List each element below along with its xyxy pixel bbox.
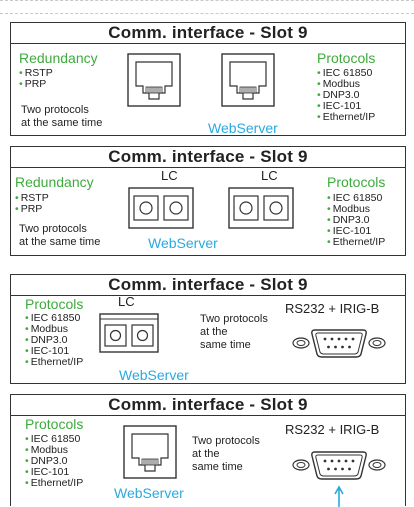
rs232-irigb-label: RS232 + IRIG-B [285, 422, 380, 437]
list-item: RSTP [19, 68, 53, 79]
list-item: Modbus [317, 79, 375, 90]
list-item: IEC-101 [25, 346, 83, 357]
note-line-3: same time [192, 461, 243, 473]
panel-title: Comm. interface - Slot 9 [11, 147, 405, 168]
note-line-1: Two protocols [192, 435, 260, 447]
list-item: IEC 61850 [25, 434, 83, 445]
list-item: RSTP [15, 193, 49, 204]
note-line-1: Two protocols [200, 313, 268, 325]
list-item: Modbus [327, 204, 385, 215]
protocols-list: IEC 61850 Modbus DNP3.0 IEC-101 Ethernet… [327, 193, 386, 248]
list-item: Modbus [25, 445, 83, 456]
panel-title: Comm. interface - Slot 9 [11, 395, 405, 416]
comm-interface-panel-lc: Comm. interface - Slot 9 Redundancy RSTP… [10, 146, 406, 256]
note-line-2: at the same time [19, 236, 101, 248]
note-line-3: same time [200, 339, 251, 351]
protocols-title: Protocols [25, 296, 84, 312]
top-dashed-border [0, 0, 414, 14]
rs232-irigb-label: RS232 + IRIG-B [285, 301, 380, 316]
list-item: DNP3.0 [327, 215, 385, 226]
note-line-2: at the same time [21, 117, 103, 129]
lc-label: LC [261, 168, 278, 183]
lc-fiber-connector-icon [228, 187, 294, 229]
protocols-list: IEC 61850 Modbus DNP3.0 IEC-101 Ethernet… [25, 434, 84, 489]
redundancy-list: RSTP PRP [15, 193, 49, 215]
list-item: IEC-101 [25, 467, 83, 478]
protocols-list: IEC 61850 Modbus DNP3.0 IEC-101 Ethernet… [25, 313, 84, 368]
lc-label: LC [118, 294, 135, 309]
note-line-1: Two protocols [21, 104, 89, 116]
list-item: Ethernet/IP [25, 357, 84, 368]
panel-title: Comm. interface - Slot 9 [11, 275, 405, 296]
arrow-up-icon [334, 485, 344, 507]
redundancy-title: Redundancy [15, 174, 94, 190]
rj45-port-icon [127, 53, 181, 107]
list-item: IEC-101 [327, 226, 385, 237]
list-item: DNP3.0 [25, 335, 83, 346]
panel-title: Comm. interface - Slot 9 [11, 23, 405, 44]
list-item: Ethernet/IP [25, 478, 84, 489]
comm-interface-panel-rj45: Comm. interface - Slot 9 Redundancy RSTP… [10, 22, 406, 136]
redundancy-title: Redundancy [19, 50, 98, 66]
webserver-label: WebServer [114, 485, 184, 501]
list-item: IEC 61850 [317, 68, 375, 79]
list-item: DNP3.0 [317, 90, 375, 101]
protocols-title: Protocols [25, 416, 84, 432]
lc-fiber-connector-icon [99, 313, 159, 353]
list-item: Ethernet/IP [327, 237, 386, 248]
list-item: DNP3.0 [25, 456, 83, 467]
comm-interface-panel-lc-serial: Comm. interface - Slot 9 Protocols IEC 6… [10, 274, 406, 384]
webserver-label: WebServer [148, 235, 218, 251]
protocols-title: Protocols [327, 174, 386, 190]
webserver-label: WebServer [119, 367, 189, 383]
webserver-label: WebServer [208, 120, 278, 136]
list-item: IEC-101 [317, 101, 375, 112]
list-item: IEC 61850 [327, 193, 385, 204]
list-item: IEC 61850 [25, 313, 83, 324]
db9-serial-connector-icon [292, 329, 386, 358]
redundancy-list: RSTP PRP [19, 68, 53, 90]
list-item: Ethernet/IP [317, 112, 376, 123]
note-line-1: Two protocols [19, 223, 87, 235]
lc-label: LC [161, 168, 178, 183]
note-line-2: at the [192, 448, 220, 460]
list-item: PRP [19, 79, 53, 90]
list-item: PRP [15, 204, 49, 215]
list-item: Modbus [25, 324, 83, 335]
rj45-port-icon [123, 425, 177, 479]
rj45-port-icon [221, 53, 275, 107]
db9-serial-connector-icon [292, 451, 386, 480]
lc-fiber-connector-icon [128, 187, 194, 229]
protocols-list: IEC 61850 Modbus DNP3.0 IEC-101 Ethernet… [317, 68, 376, 123]
protocols-title: Protocols [317, 50, 376, 66]
comm-interface-panel-rj45-serial: Comm. interface - Slot 9 Protocols IEC 6… [10, 394, 406, 507]
note-line-2: at the [200, 326, 228, 338]
